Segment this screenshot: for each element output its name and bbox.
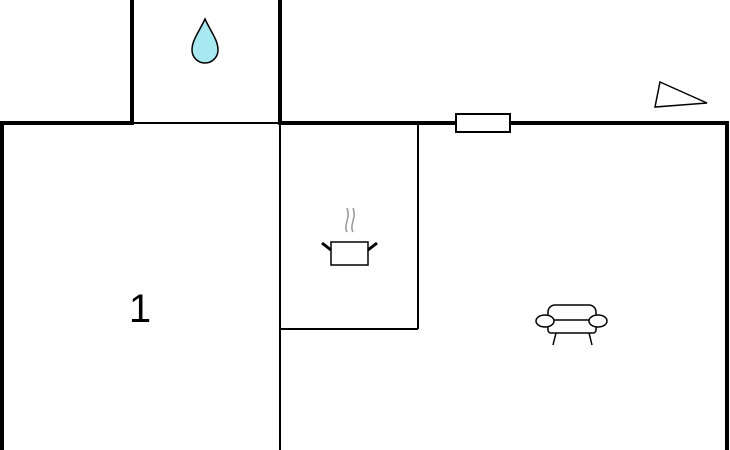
steam-line-right [351, 207, 355, 233]
sofa-arm-left [535, 314, 555, 328]
sofa-leg-right [588, 332, 593, 346]
sofa-back [547, 304, 597, 322]
cooking-pot-icon [321, 207, 378, 266]
steam-line-left [345, 207, 349, 233]
north-arrow-icon [654, 80, 708, 108]
interior-walls [132, 122, 419, 450]
sofa-icon [535, 304, 608, 346]
water-drop-icon [191, 17, 219, 64]
sofa-leg-left [552, 332, 557, 346]
sofa-arm-right [588, 314, 608, 328]
window-icon [455, 113, 511, 133]
pot-handle-left [321, 241, 332, 252]
pot-body [330, 241, 369, 266]
pot-handle-right [367, 241, 378, 252]
bedroom-label: 1 [129, 287, 151, 331]
